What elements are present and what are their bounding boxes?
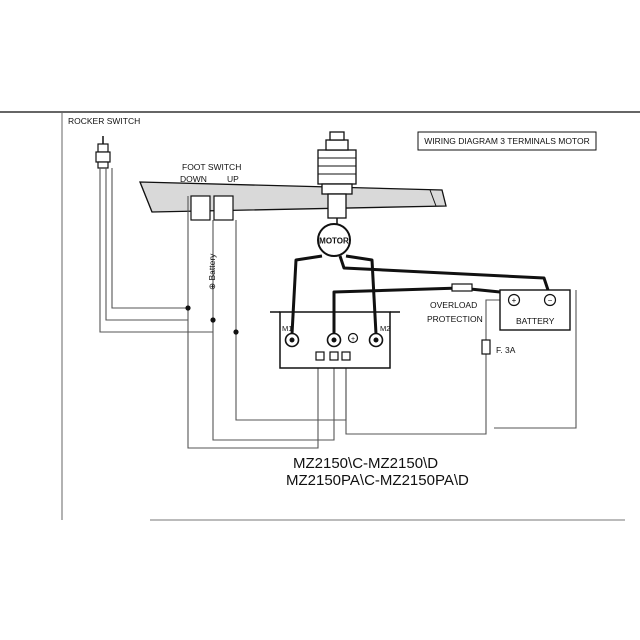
rocker-switch-label: ROCKER SWITCH — [68, 116, 140, 126]
deck-panel — [139, 181, 447, 213]
battery-wire-label: ⊕ Battery — [207, 253, 217, 290]
battery-icon — [499, 289, 571, 331]
battery-plus-label: + — [512, 296, 517, 305]
fuse-label: F. 3A — [496, 345, 516, 355]
model-line-2: MZ2150PA\C-MZ2150PA\D — [286, 472, 469, 489]
foot-switch-down-icon — [190, 195, 211, 221]
foot-switch-up-icon — [213, 195, 234, 221]
fuse-icon — [481, 339, 491, 355]
overload-label-line2: PROTECTION — [427, 314, 483, 324]
foot-switch-up-label: UP — [227, 174, 239, 184]
battery-minus-label: − — [548, 296, 553, 305]
center-terminal-label: + — [351, 336, 355, 343]
windlass-icon — [317, 131, 357, 219]
overload-label-line1: OVERLOAD — [430, 300, 477, 310]
deck-hatch — [429, 189, 437, 207]
title-text: WIRING DIAGRAM 3 TERMINALS MOTOR — [424, 136, 589, 146]
wire-junction — [210, 317, 216, 323]
wire-junction — [233, 329, 239, 335]
control-wires — [99, 168, 577, 449]
title-box: WIRING DIAGRAM 3 TERMINALS MOTOR — [417, 131, 597, 151]
deck-hatch — [139, 181, 153, 213]
overload-protection-icon — [451, 283, 473, 292]
model-line-1: MZ2150\C-MZ2150\D — [293, 455, 438, 472]
foot-switch-label: FOOT SWITCH — [182, 162, 241, 172]
motor-label: MOTOR — [319, 237, 349, 246]
wire-junction — [185, 305, 191, 311]
rocker-switch-icon — [95, 136, 111, 169]
m2-terminal-label: M2 — [380, 324, 390, 333]
motor-icon: MOTOR — [317, 218, 351, 257]
battery-label: BATTERY — [516, 316, 555, 326]
m1-terminal-label: M1 — [282, 324, 292, 333]
foot-switch-down-label: DOWN — [180, 174, 207, 184]
